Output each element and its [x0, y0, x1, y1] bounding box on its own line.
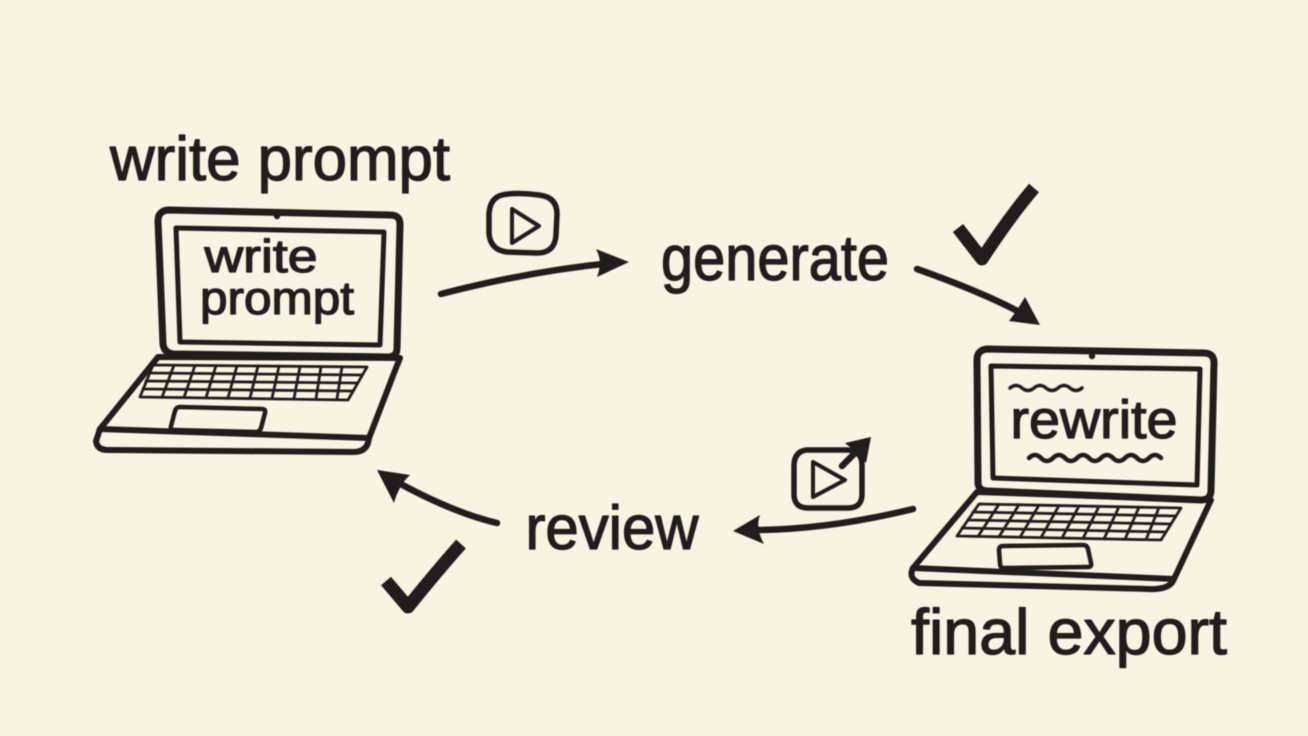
svg-text:rewrite: rewrite [1011, 390, 1178, 450]
svg-text:prompt: prompt [200, 272, 354, 324]
svg-text:write: write [203, 230, 317, 282]
svg-text:final export: final export [911, 596, 1227, 668]
svg-text:review: review [526, 494, 699, 563]
svg-text:generate: generate [661, 222, 889, 294]
svg-text:write prompt: write prompt [109, 125, 450, 194]
